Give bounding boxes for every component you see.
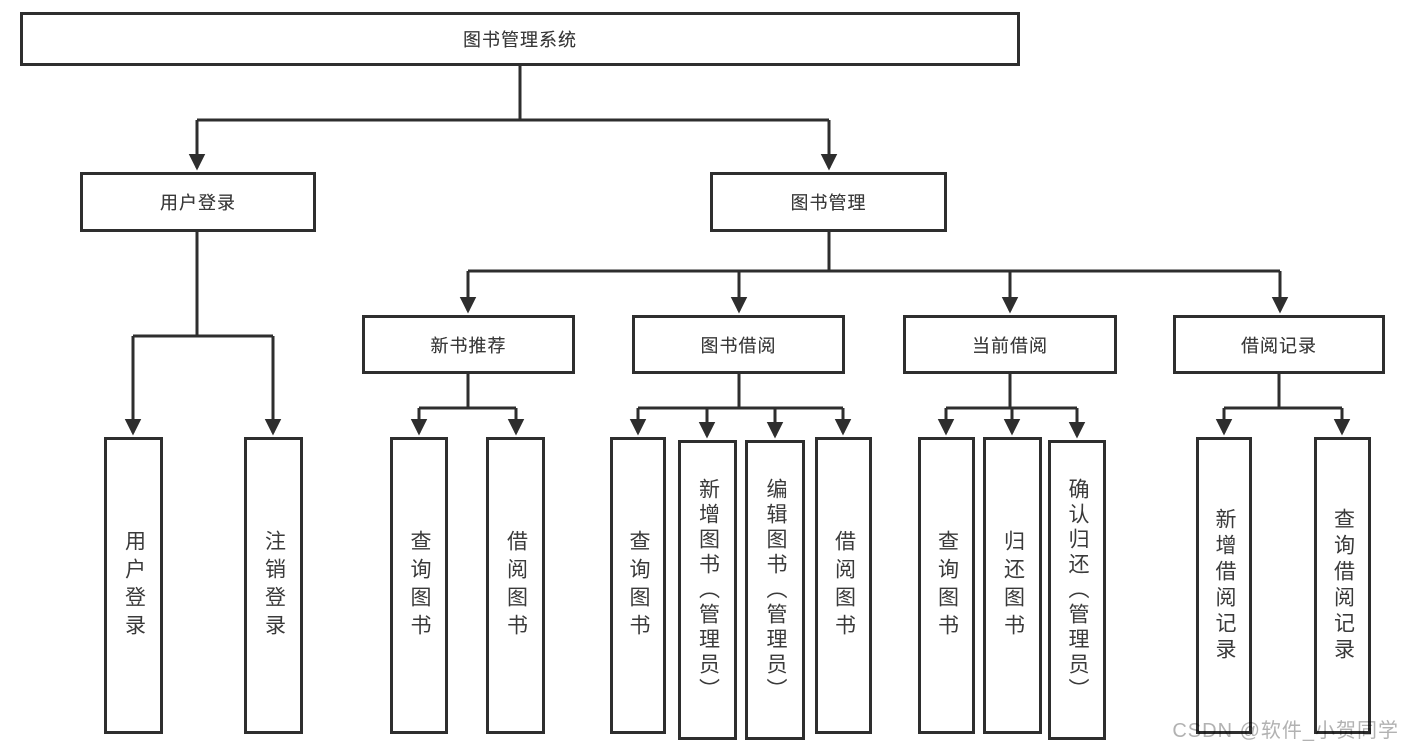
leaf-label: 编辑图书（管理员）: [764, 477, 787, 703]
node-current-borrow: 当前借阅: [903, 315, 1117, 374]
leaf-return-books: 归还图书: [983, 437, 1042, 734]
leaf-logout-login: 注销登录: [244, 437, 303, 734]
leaf-label: 归还图书: [1001, 529, 1025, 642]
leaf-confirm-return-admin: 确认归还（管理员）: [1048, 440, 1106, 740]
node-book-borrow: 图书借阅: [632, 315, 845, 374]
leaf-label: 确认归还（管理员）: [1066, 477, 1089, 703]
leaf-add-borrow-record: 新增借阅记录: [1196, 437, 1252, 734]
node-borrow-records: 借阅记录: [1173, 315, 1385, 374]
leaf-edit-books-admin: 编辑图书（管理员）: [745, 440, 805, 740]
leaf-label: 借阅图书: [832, 529, 856, 642]
leaf-label: 查询图书: [935, 529, 959, 642]
leaf-user-login: 用户登录: [104, 437, 163, 734]
leaf-add-books-admin: 新增图书（管理员）: [678, 440, 737, 740]
leaf-borrow-books-1: 借阅图书: [486, 437, 545, 734]
leaf-borrow-books-2: 借阅图书: [815, 437, 872, 734]
leaf-label: 注销登录: [262, 529, 286, 642]
leaf-label: 查询图书: [627, 529, 650, 642]
leaf-label: 借阅图书: [504, 529, 528, 642]
leaf-query-books-3: 查询图书: [918, 437, 975, 734]
leaf-query-books-1: 查询图书: [390, 437, 448, 734]
leaf-query-borrow-record: 查询借阅记录: [1314, 437, 1371, 734]
node-root-library-system: 图书管理系统: [20, 12, 1020, 66]
leaf-label: 查询借阅记录: [1331, 507, 1355, 664]
node-book-management: 图书管理: [710, 172, 947, 232]
leaf-label: 新增图书（管理员）: [696, 477, 720, 703]
leaf-label: 查询图书: [408, 529, 431, 642]
leaf-label: 新增借阅记录: [1213, 507, 1236, 664]
node-new-book-recommend: 新书推荐: [362, 315, 575, 374]
leaf-query-books-2: 查询图书: [610, 437, 666, 734]
node-user-login: 用户登录: [80, 172, 316, 232]
csdn-watermark: CSDN @软件_小贺同学: [1172, 720, 1399, 742]
leaf-label: 用户登录: [122, 529, 146, 642]
